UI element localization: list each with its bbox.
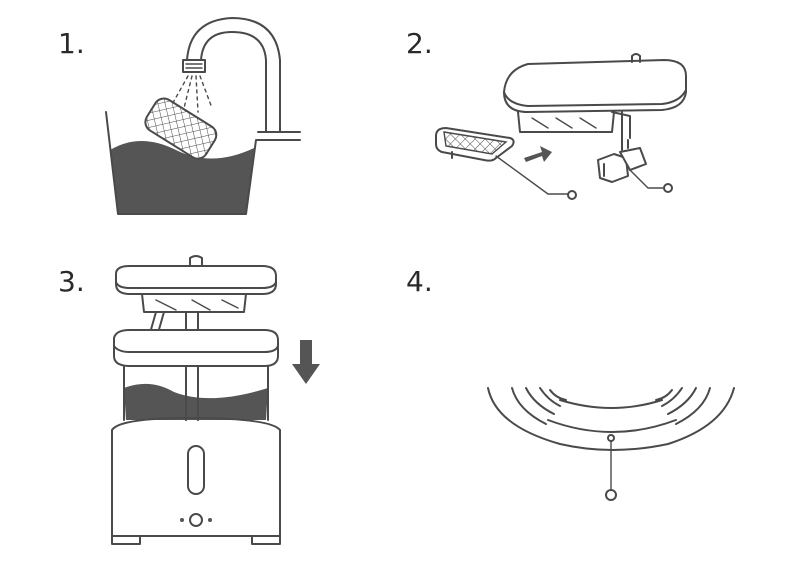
pump-lid-icon — [503, 53, 687, 151]
faucet-icon — [182, 17, 301, 133]
filter-tray-icon — [435, 127, 515, 162]
arrow-into-slot-icon — [524, 146, 552, 162]
filter-pad-icon — [144, 97, 218, 160]
basin-icon — [105, 111, 301, 215]
step-4-label: 4. — [406, 265, 433, 298]
step-4-illustration — [487, 387, 735, 501]
base-top-view-icon — [487, 387, 735, 451]
top-lid-icon — [115, 255, 277, 421]
water-tank-icon — [113, 329, 279, 421]
step-2-label: 2. — [406, 27, 433, 60]
pump-motor-icon — [597, 139, 647, 183]
step-2-illustration — [435, 53, 687, 200]
fountain-base-icon — [111, 417, 281, 545]
step-3-label: 3. — [58, 265, 85, 298]
arrow-down-icon — [292, 340, 320, 384]
callout-lines — [495, 155, 673, 200]
step-1-label: 1. — [58, 27, 85, 60]
indicator-light-icon — [605, 434, 617, 501]
step-1-illustration — [105, 17, 301, 215]
step-3-illustration — [111, 255, 320, 545]
